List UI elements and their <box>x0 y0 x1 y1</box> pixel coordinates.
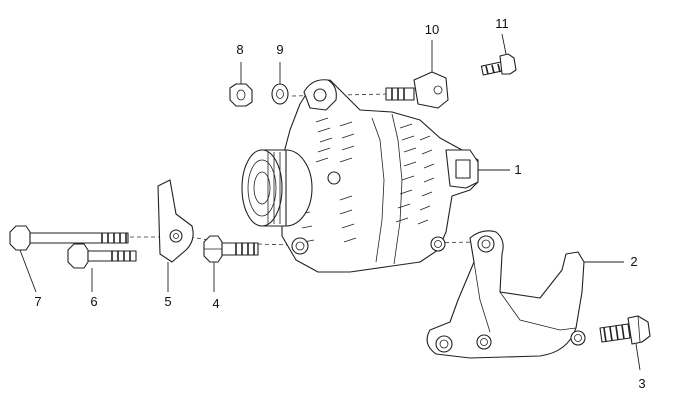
callout-10: 10 <box>425 22 439 37</box>
stud-10 <box>385 71 449 109</box>
callout-6: 6 <box>90 294 97 309</box>
callout-5: 5 <box>164 294 171 309</box>
callout-8: 8 <box>236 42 243 57</box>
callout-7: 7 <box>34 294 41 309</box>
alternator <box>241 79 479 273</box>
callout-11: 11 <box>495 16 509 31</box>
nut-8 <box>229 83 253 107</box>
bolt-6 <box>67 243 137 269</box>
bolt-11 <box>480 53 517 76</box>
callout-4: 4 <box>212 296 219 311</box>
mounting-bracket <box>426 230 586 359</box>
callout-leaders <box>19 33 641 371</box>
bolt-4 <box>203 235 259 263</box>
alternator-pulley <box>241 149 341 227</box>
bolt-3 <box>599 315 651 345</box>
callout-9: 9 <box>276 42 283 57</box>
bolt-7 <box>9 225 129 251</box>
spacer-plate <box>157 179 194 263</box>
washer-9 <box>271 83 289 105</box>
callout-2: 2 <box>630 254 637 269</box>
callout-1: 1 <box>514 162 521 177</box>
callout-3: 3 <box>638 376 645 391</box>
